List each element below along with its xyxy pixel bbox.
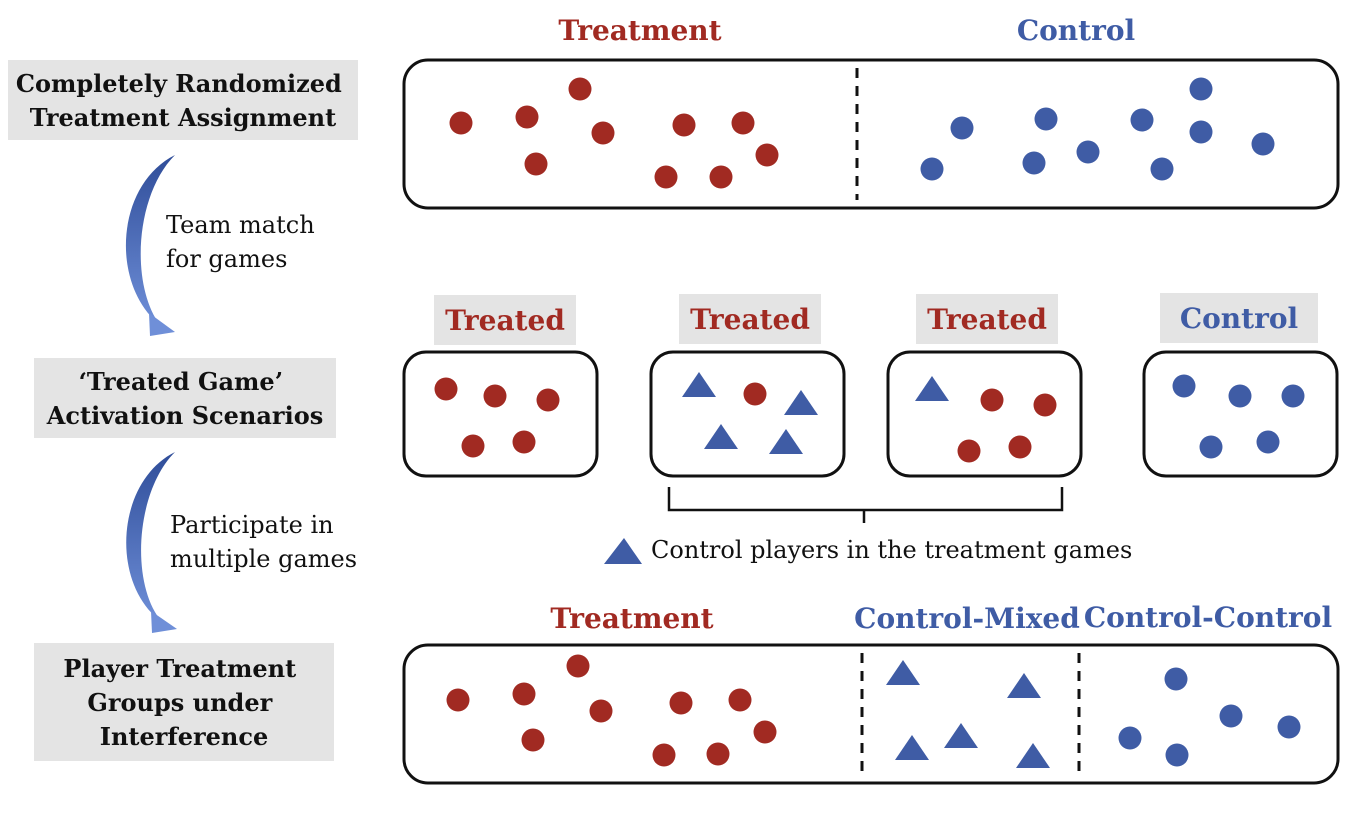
control-mixed-triangle <box>895 735 929 760</box>
control-control-dot <box>1164 667 1188 691</box>
treatment-player-dot <box>515 105 539 129</box>
game-label-box <box>1160 293 1318 343</box>
game-box <box>1142 350 1339 478</box>
treatment-player-dot <box>568 77 592 101</box>
triangle-icon <box>604 538 642 564</box>
treatment-player-dot <box>706 742 730 766</box>
treatment-heading: Treatment <box>550 602 713 635</box>
treatment-player-dot <box>449 111 473 135</box>
control-mixed-triangle <box>1016 743 1050 768</box>
control-control-dot <box>1165 743 1189 767</box>
legend-text: Control players in the treatment games <box>651 536 1132 564</box>
treatment-player-dot <box>521 728 545 752</box>
brace <box>667 487 1064 523</box>
control-player-dot <box>1228 384 1252 408</box>
treated-player-dot <box>1008 435 1032 459</box>
control-player-triangle <box>704 424 738 449</box>
arrow-label: Team match for games <box>166 211 322 273</box>
treated-player-dot <box>957 439 981 463</box>
treatment-player-dot <box>446 688 470 712</box>
treatment-player-dot <box>512 682 536 706</box>
game-label: Control <box>1180 302 1298 335</box>
treatment-player-dot <box>728 688 752 712</box>
control-control-dot <box>1118 726 1142 750</box>
control-player-triangle <box>682 372 716 397</box>
control-mixed-triangle <box>1007 673 1041 698</box>
stage-label-box <box>34 643 334 761</box>
curved-arrow-icon <box>125 155 175 336</box>
control-player-dot <box>1130 108 1154 132</box>
treatment-player-dot <box>709 165 733 189</box>
game-label: Treated <box>927 303 1047 336</box>
game-label-box <box>434 295 576 345</box>
stage-label-box <box>8 60 358 140</box>
treatment-player-dot <box>652 743 676 767</box>
groups-panel <box>402 643 1340 785</box>
treatment-player-dot <box>755 143 779 167</box>
control-player-triangle <box>784 390 818 415</box>
control-player-dot <box>1189 120 1213 144</box>
control-players <box>920 77 1275 181</box>
control-mixed-triangle <box>886 660 920 685</box>
control-player-dot <box>1256 430 1280 454</box>
treated-player-dot <box>512 430 536 454</box>
control-mixed-heading: Control-Mixed <box>854 602 1080 635</box>
control-player-triangle <box>769 429 803 454</box>
control-player-dot <box>1150 157 1174 181</box>
stage-label-box <box>34 358 336 438</box>
game-box <box>402 350 599 478</box>
treatment-player-dot <box>654 165 678 189</box>
treatment-player-dot <box>591 121 615 145</box>
control-mixed-triangle <box>944 723 978 748</box>
treatment-player-dot <box>524 152 548 176</box>
game-box <box>886 350 1083 478</box>
game-label: Treated <box>690 303 810 336</box>
treatment-players <box>449 77 779 189</box>
control-player-dot <box>1034 107 1058 131</box>
game-box <box>649 350 846 478</box>
treatment-player-dot <box>669 691 693 715</box>
control-player-dot <box>1189 77 1213 101</box>
treatment-player-dot <box>672 113 696 137</box>
control-player-dot <box>950 116 974 140</box>
control-control-dot <box>1219 704 1243 728</box>
control-player-dot <box>1199 435 1223 459</box>
arrow-label: Participate in multiple games <box>170 511 357 573</box>
treatment-player-dot <box>753 720 777 744</box>
treated-player-dot <box>434 377 458 401</box>
treatment-player-dot <box>566 654 590 678</box>
control-player-dot <box>1022 151 1046 175</box>
game-players <box>434 372 1305 463</box>
assignment-panel <box>402 58 1340 210</box>
control-heading: Control <box>1017 14 1135 47</box>
control-player-dot <box>1251 132 1275 156</box>
game-label-box <box>679 294 821 344</box>
group-players <box>446 654 1301 768</box>
control-player-dot <box>920 157 944 181</box>
stage-label: Player Treatment Groups under Interferen… <box>63 654 304 751</box>
treated-player-dot <box>536 388 560 412</box>
control-player-dot <box>1281 384 1305 408</box>
control-player-triangle <box>915 376 949 401</box>
treatment-player-dot <box>589 699 613 723</box>
treatment-player-dot <box>731 111 755 135</box>
treated-player-dot <box>1033 393 1057 417</box>
control-control-heading: Control-Control <box>1084 601 1332 634</box>
stage-label: ‘Treated Game’ Activation Scenarios <box>46 367 323 430</box>
treated-player-dot <box>980 388 1004 412</box>
game-label: Treated <box>445 304 565 337</box>
curved-arrow-icon <box>126 452 177 633</box>
control-player-dot <box>1172 374 1196 398</box>
control-player-dot <box>1076 140 1100 164</box>
game-label-box <box>916 294 1058 344</box>
control-control-dot <box>1277 715 1301 739</box>
stage-label: Completely Randomized Treatment Assignme… <box>16 69 350 132</box>
treatment-heading: Treatment <box>558 14 721 47</box>
treated-player-dot <box>743 382 767 406</box>
treated-player-dot <box>483 384 507 408</box>
treated-player-dot <box>461 434 485 458</box>
